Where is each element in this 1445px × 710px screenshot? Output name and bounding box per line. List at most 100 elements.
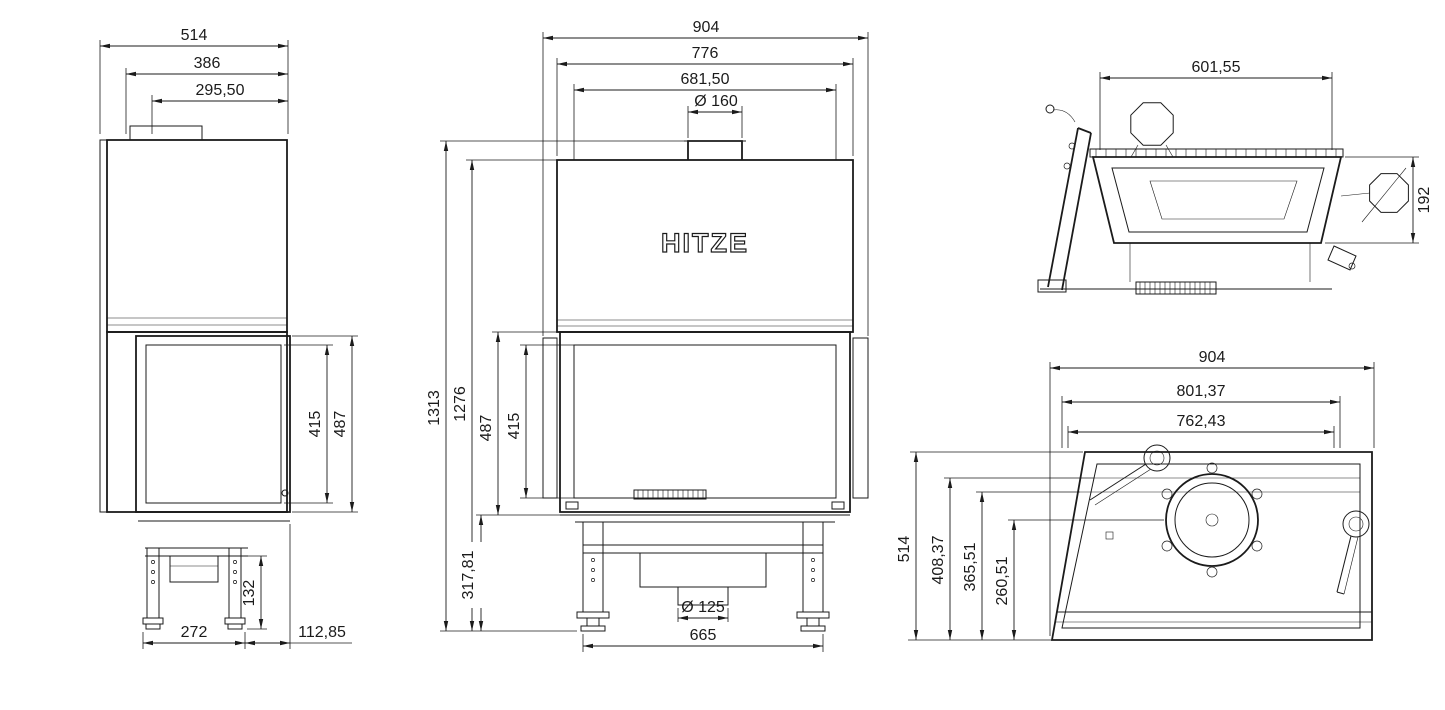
door-latch <box>565 501 579 510</box>
base-grille <box>1135 281 1217 295</box>
dim-front-air-inlet-diameter: Ø 125 <box>677 599 729 622</box>
dim-front-base-height: 317,81 <box>460 515 484 631</box>
dim-side-depth-glass: 295,50 <box>151 82 288 134</box>
firebox-side <box>106 331 288 513</box>
dim-rear-width-glass: 601,55 <box>1099 59 1333 150</box>
dim-text: 408,37 <box>930 535 947 584</box>
air-box <box>639 552 767 588</box>
door-handle <box>281 489 289 497</box>
dim-plan-width-inner: 801,37 <box>1061 383 1341 448</box>
dim-text: 317,81 <box>460 550 477 599</box>
dim-side-stand-height: 132 <box>241 555 267 630</box>
dim-front-flue-diameter: Ø 160 <box>687 93 743 138</box>
left-lever-loop <box>1143 444 1171 472</box>
stand-leg <box>146 547 160 619</box>
right-lever-loop <box>1342 510 1370 538</box>
dim-text: 776 <box>692 45 719 62</box>
dim-text: 260,51 <box>994 556 1011 605</box>
rear-heat-shield <box>99 139 108 513</box>
glass-pane <box>1149 180 1298 220</box>
glass-frame-inner <box>1111 167 1325 233</box>
dim-text: 386 <box>194 55 221 72</box>
dim-text: 601,55 <box>1192 59 1241 76</box>
front-view-geometry: HITZE <box>542 140 869 632</box>
flue-octagon <box>1130 102 1174 146</box>
control-box <box>169 555 219 583</box>
plan-inner-frame <box>1061 463 1361 629</box>
dim-text: 192 <box>1416 187 1433 214</box>
dim-text: 295,50 <box>196 82 245 99</box>
dim-side-glass-height: 415 <box>284 344 333 504</box>
dim-front-feet-span: 665 <box>582 627 824 652</box>
dim-plan-width-total: 904 <box>1049 349 1375 636</box>
dim-text: 681,50 <box>681 71 730 88</box>
dim-text: Ø 160 <box>694 93 738 110</box>
dim-text: 132 <box>241 580 258 607</box>
dim-text: 415 <box>307 411 324 438</box>
foot <box>796 611 830 619</box>
dim-side-depth-total: 514 <box>99 27 289 134</box>
door-latch <box>831 501 845 510</box>
hood-side <box>106 139 288 333</box>
brand-logo: HITZE <box>661 228 749 258</box>
dim-text: 487 <box>332 411 349 438</box>
plan-view: 904 801,37 762,43 514 408,37 <box>896 349 1375 641</box>
dim-text: 487 <box>478 415 495 442</box>
dim-text: 514 <box>896 536 913 563</box>
dim-rear-height-glass: 192 <box>1325 156 1433 244</box>
air-grille <box>633 489 707 500</box>
side-octagon <box>1369 173 1409 213</box>
dim-text: 1276 <box>452 386 469 422</box>
dim-text: Ø 125 <box>681 599 725 616</box>
dim-side-front-offset: 112,85 <box>245 624 352 646</box>
dim-text: 904 <box>693 19 720 36</box>
right-bracket <box>1327 245 1357 271</box>
dim-text: 801,37 <box>1177 383 1226 400</box>
side-glass-door-frame <box>135 335 291 513</box>
dim-front-door-height: 487 <box>476 331 560 516</box>
top-grille-bar <box>1089 148 1344 158</box>
side-shield-left <box>542 337 558 499</box>
dim-text: 762,43 <box>1177 413 1226 430</box>
dim-front-width-total: 904 <box>542 19 869 336</box>
foot <box>224 617 246 625</box>
front-glass <box>573 344 837 499</box>
side-glass <box>145 344 282 504</box>
dim-front-width-inner: 681,50 <box>573 71 837 160</box>
stand-leg <box>228 547 242 619</box>
dim-plan-width-glass: 762,43 <box>1067 413 1335 448</box>
dim-plan-depth-chamber: 365,51 <box>962 491 1080 640</box>
side-shield-right <box>852 337 869 499</box>
front-view: HITZE <box>426 19 869 652</box>
dim-text: 112,85 <box>298 624 346 641</box>
glass-frame-outer <box>1091 156 1343 244</box>
dim-text: 1313 <box>426 390 443 426</box>
rear-top-view-geometry <box>1037 102 1409 295</box>
dim-plan-depth-flue-center: 260,51 <box>994 519 1164 640</box>
dim-text: 514 <box>181 27 208 44</box>
dim-text: 665 <box>690 627 717 644</box>
dim-text: 904 <box>1199 349 1226 366</box>
dim-text: 272 <box>181 624 208 641</box>
dim-plan-depth-total: 514 <box>896 451 1083 641</box>
rear-top-view: 601,55 192 <box>1037 59 1433 295</box>
left-post <box>1047 127 1079 288</box>
flue-collar-side <box>129 125 203 141</box>
dim-plan-depth-back: 408,37 <box>930 477 1094 640</box>
front-door-frame <box>559 331 851 513</box>
dim-front-glass-height: 415 <box>506 344 574 499</box>
dim-front-height-total: 1313 <box>426 140 684 632</box>
side-view: 514 386 295,50 415 487 132 <box>99 27 358 649</box>
lever-knob <box>1045 104 1055 114</box>
right-lever-arm <box>1336 535 1352 593</box>
plan-outline <box>1050 451 1373 641</box>
foot <box>576 611 610 619</box>
dim-side-feet-span: 272 <box>142 524 291 649</box>
flue-outlet-inner <box>1174 482 1250 558</box>
side-view-geometry <box>99 125 291 630</box>
air-inlet-stub <box>677 587 729 606</box>
dim-side-depth-frame: 386 <box>125 55 288 134</box>
plan-view-geometry <box>1050 444 1373 641</box>
